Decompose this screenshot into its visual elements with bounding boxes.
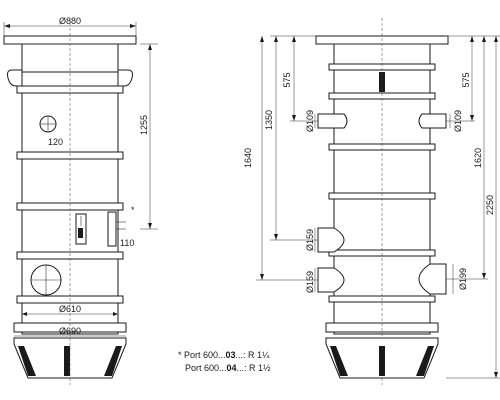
footnote-line-1: * Port 600...03...: R 1¼ (178, 350, 270, 360)
pipe-right-large (418, 263, 447, 295)
dim-575-right-label: 575 (461, 72, 471, 87)
dim-575-left-label: 575 (282, 72, 292, 87)
port-fitting (107, 211, 117, 247)
dim-1620-label: 1620 (473, 148, 483, 168)
pipe-159-lower-label: Ø159 (305, 271, 315, 293)
footnote-line-2: Port 600...04...: R 1½ (185, 363, 271, 373)
dim-1640-label: 1640 (243, 148, 253, 168)
pipe-left-low (317, 267, 345, 293)
right-handle (118, 69, 133, 87)
pipe-left-small (317, 113, 348, 129)
right-view: Ø109 Ø109 Ø159 Ø159 Ø199 1640 1350 575 (243, 18, 500, 385)
port-marker: * (131, 205, 135, 215)
left-height-label: 1255 (139, 115, 149, 135)
pipe-right-small (418, 113, 447, 129)
port-dim-label: 110 (120, 238, 134, 248)
pipe-left-mid (317, 227, 345, 253)
dim-1350-label: 1350 (264, 110, 274, 130)
left-view: Ø880 120 * 110 (3, 16, 158, 385)
left-handle (7, 69, 22, 87)
dim-2250-label: 2250 (485, 195, 495, 215)
opening-dim-label: 120 (48, 137, 63, 147)
footnote: * Port 600...03...: R 1¼ Port 600...04..… (178, 350, 271, 373)
